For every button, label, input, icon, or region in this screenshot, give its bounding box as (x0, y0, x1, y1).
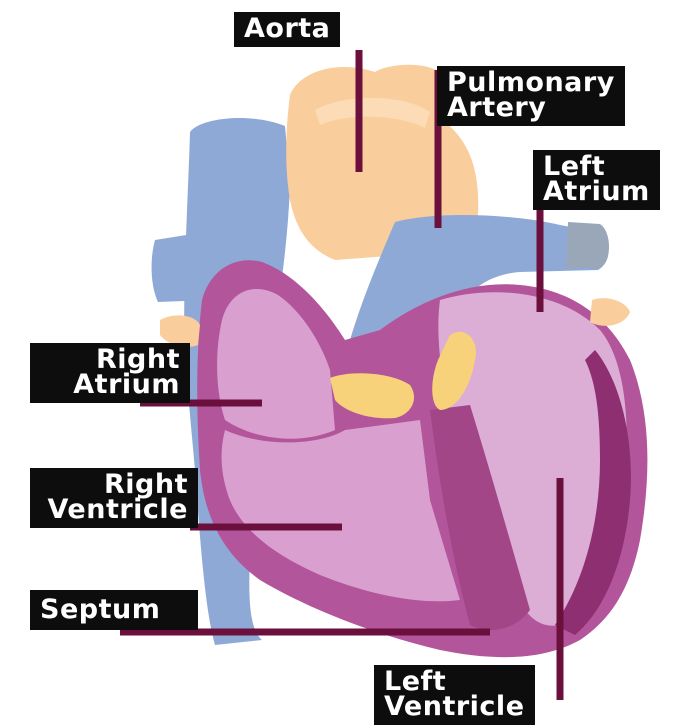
label-left-ventricle-line2: Ventricle (384, 694, 525, 719)
label-left-atrium: Left Atrium (533, 150, 660, 210)
label-right-atrium-line2: Atrium (40, 372, 180, 397)
aortic-vessel-right (590, 298, 630, 326)
label-septum-line1: Septum (40, 594, 188, 622)
label-aorta: Aorta (234, 12, 340, 47)
pulmonary-branch-end (566, 222, 609, 268)
label-right-atrium: Right Atrium (30, 343, 190, 403)
label-right-ventricle: Right Ventricle (30, 468, 198, 528)
label-left-atrium-line2: Atrium (543, 179, 650, 204)
label-pulmonary-artery: Pulmonary Artery (437, 66, 625, 126)
label-right-ventricle-line2: Ventricle (40, 497, 188, 522)
label-pulmonary-artery-line2: Artery (447, 95, 615, 120)
label-left-ventricle: Left Ventricle (374, 665, 535, 725)
label-aorta-line1: Aorta (244, 16, 330, 41)
label-septum: Septum (30, 590, 198, 630)
vein-branch-left (152, 232, 210, 302)
